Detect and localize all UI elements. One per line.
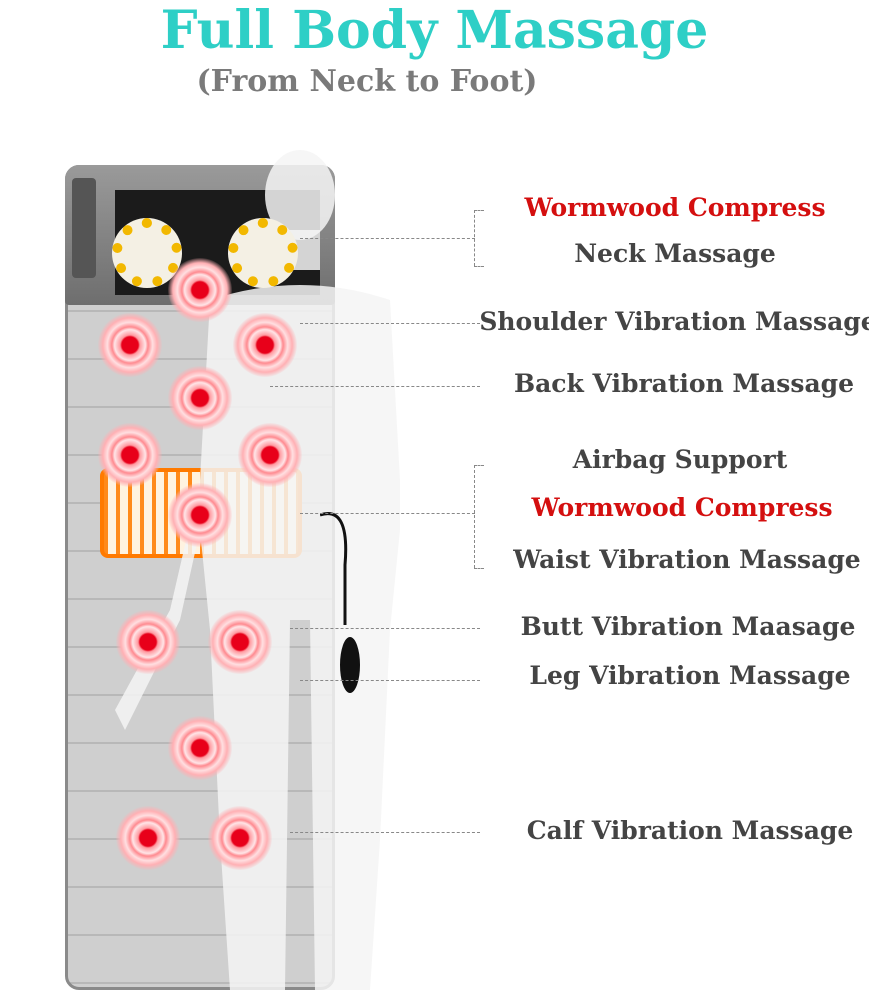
heat-spot-leg [168, 716, 232, 780]
heat-spot-shoulder-right [233, 313, 297, 377]
label-leg: Leg Vibration Massage [529, 661, 851, 690]
control-panel [72, 178, 96, 278]
label-neck-wormwood: Wormwood Compress [524, 193, 826, 222]
bracket [474, 210, 475, 266]
heat-spot-calf-left [116, 806, 180, 870]
bracket-tick [474, 266, 484, 267]
leader-line [300, 323, 480, 324]
neck-roller-right [228, 218, 298, 288]
air-pump-icon [320, 512, 360, 693]
label-back: Back Vibration Massage [513, 369, 855, 398]
bracket-tick [474, 568, 484, 569]
label-shoulder: Shoulder Vibration Massage [479, 307, 869, 336]
heat-spot-mid-right [238, 423, 302, 487]
heat-spot-shoulder-left [98, 313, 162, 377]
bracket-tick [474, 210, 484, 211]
bracket [474, 465, 475, 568]
leader-line [300, 513, 475, 514]
bracket-tick [474, 465, 484, 466]
label-airbag: Airbag Support [572, 445, 788, 474]
heat-spot-neck [168, 258, 232, 322]
heat-spot-mid-left [98, 423, 162, 487]
heat-spot-waist [168, 483, 232, 547]
leader-line [270, 386, 480, 387]
leader-line [300, 680, 480, 681]
page-subtitle: (From Neck to Foot) [196, 64, 538, 99]
label-butt: Butt Vibration Maasage [520, 612, 856, 641]
leader-line [300, 238, 475, 239]
heat-spot-calf-right [208, 806, 272, 870]
label-waist-wormwood: Wormwood Compress [531, 493, 833, 522]
heat-spot-butt-right [208, 610, 272, 674]
label-neck: Neck Massage [574, 239, 776, 268]
label-waist: Waist Vibration Massage [513, 545, 861, 574]
leader-line [290, 832, 480, 833]
heat-spot-back [168, 366, 232, 430]
leader-line [290, 628, 480, 629]
page-title: Full Body Massage [160, 0, 709, 61]
label-calf: Calf Vibration Massage [526, 816, 854, 845]
heat-spot-butt-left [116, 610, 180, 674]
